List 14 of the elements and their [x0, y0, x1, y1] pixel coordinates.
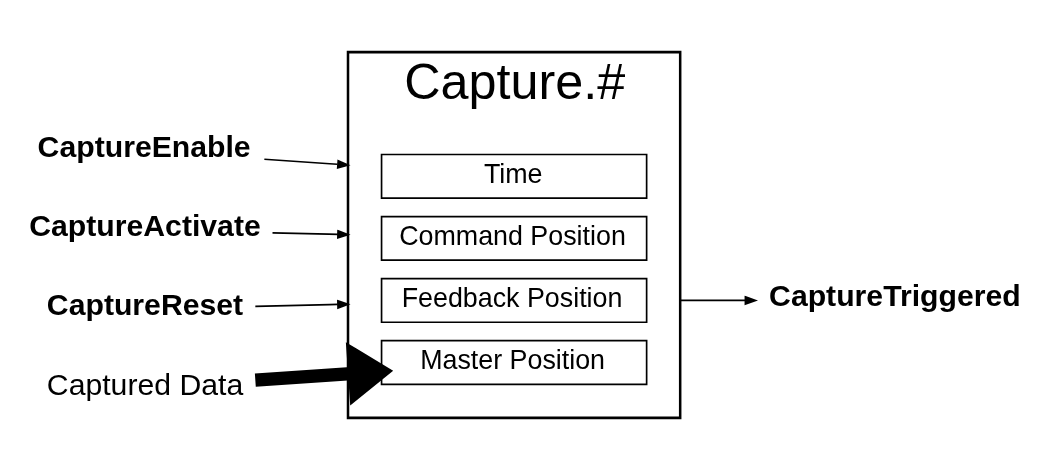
arrow — [679, 295, 758, 306]
arrow — [254, 299, 351, 310]
node-text: CaptureReset — [46, 287, 244, 321]
node-box: Feedback Position — [380, 277, 648, 324]
node-box: Master Position — [380, 339, 648, 386]
node-box: Time — [380, 153, 648, 199]
arrow — [271, 229, 351, 240]
node-text: Captured Data — [46, 368, 244, 402]
node-text: CaptureActivate — [29, 208, 261, 242]
node-text: CaptureTriggered — [769, 279, 1021, 313]
arrow — [263, 158, 351, 169]
node-text: CaptureEnable — [37, 129, 251, 163]
node-box: Command Position — [380, 215, 648, 261]
arrow — [254, 342, 394, 406]
